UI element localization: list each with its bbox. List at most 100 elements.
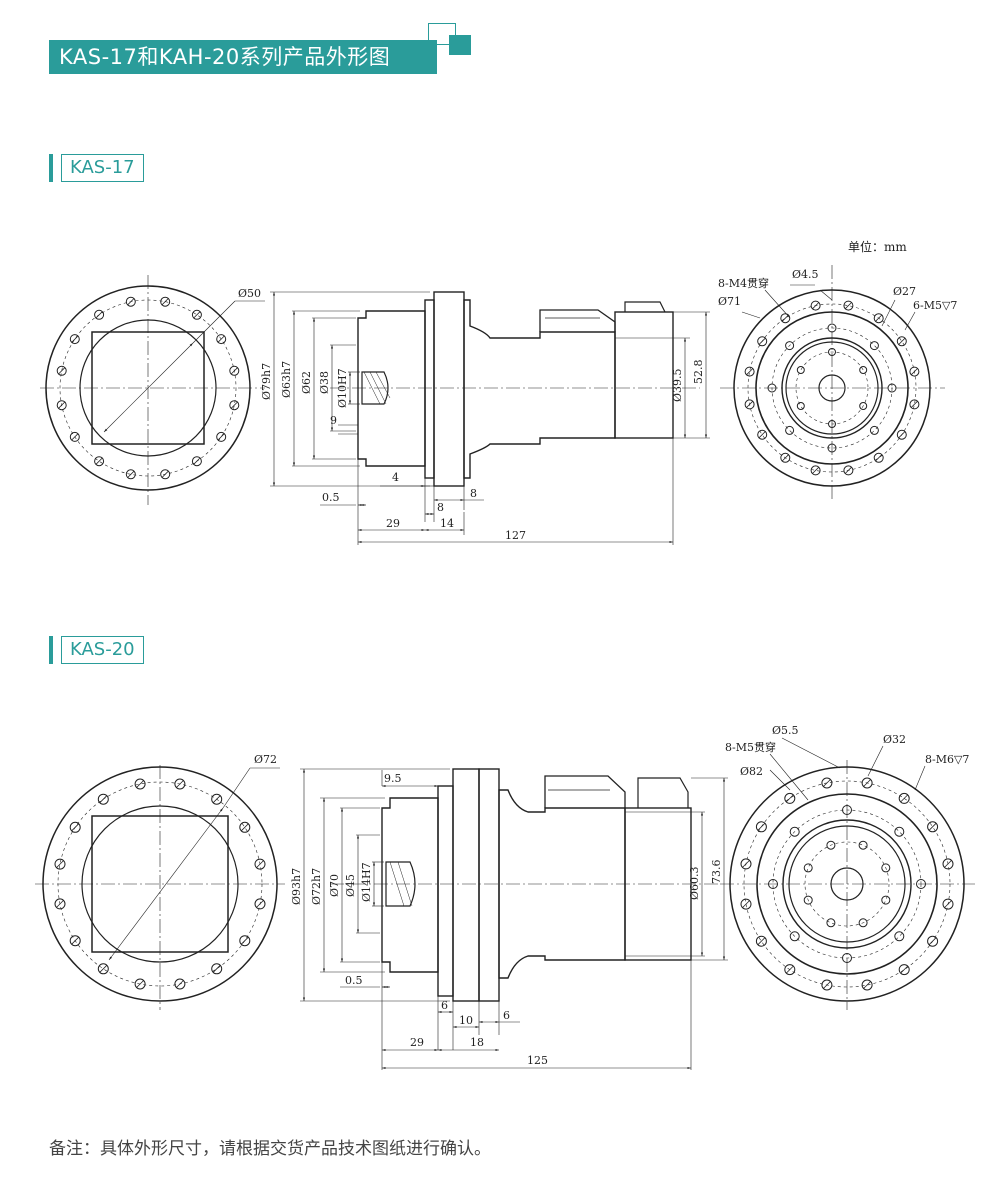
dim-label: Ø63h7 xyxy=(280,361,293,398)
hole-mark xyxy=(127,470,135,478)
hole-mark xyxy=(844,466,852,474)
dim-label: 8-M4贯穿 xyxy=(718,276,769,290)
hole-mark xyxy=(900,794,908,803)
bolt-hole xyxy=(803,895,813,905)
bolt-hole xyxy=(881,895,891,905)
hole-mark xyxy=(161,298,169,306)
hole-mark xyxy=(71,823,79,832)
dim-label: Ø79h7 xyxy=(260,363,273,400)
section-tag-label: KAS-17 xyxy=(61,154,144,182)
kas20-right-face-view xyxy=(720,760,975,1010)
hole-mark xyxy=(136,780,144,788)
hole-mark xyxy=(99,795,108,803)
dim-label: Ø93h7 xyxy=(290,868,303,905)
hole-mark xyxy=(900,965,908,974)
kas20-left-face-view: Ø72 xyxy=(35,753,285,1010)
bolt-hole xyxy=(160,469,171,480)
bolt-hole xyxy=(869,341,879,351)
bolt-hole xyxy=(191,309,202,320)
hole-mark xyxy=(786,794,794,803)
dim-label: 10 xyxy=(459,1014,473,1027)
dim-label: 0.5 xyxy=(345,974,363,987)
kas17-left-face-view: Ø50 xyxy=(40,275,265,505)
bolt-hole xyxy=(69,334,80,345)
bolt-hole xyxy=(843,300,854,311)
dim-label: Ø27 xyxy=(893,285,916,298)
kas17-right-leaders xyxy=(741,284,916,331)
bolt-hole xyxy=(56,400,67,411)
hole-mark xyxy=(910,400,918,408)
bolt-hole xyxy=(861,777,873,789)
bolt-hole xyxy=(898,964,910,976)
dim-label: 73.6 xyxy=(710,860,723,885)
hole-mark xyxy=(742,860,750,868)
bolt-hole xyxy=(56,365,67,376)
bolt-hole xyxy=(755,821,767,833)
bolt-hole xyxy=(784,964,796,976)
hole-mark xyxy=(241,936,249,945)
hole-mark xyxy=(944,900,952,908)
bolt-hole xyxy=(744,366,755,377)
dim-label: Ø70 xyxy=(328,874,341,897)
bolt-hole xyxy=(827,323,837,333)
bolt-hole xyxy=(789,931,800,942)
dim-label: Ø39.5 xyxy=(671,368,684,402)
bolt-hole xyxy=(780,313,791,324)
bolt-hole xyxy=(216,334,227,345)
dim-label: Ø82 xyxy=(740,765,763,778)
hole-mark xyxy=(230,401,238,409)
dim-label: 8-M5贯穿 xyxy=(725,740,776,754)
hole-mark xyxy=(71,335,79,343)
bolt-hole xyxy=(894,826,905,837)
dim-label: Ø71 xyxy=(718,295,741,308)
hole-mark xyxy=(757,937,766,945)
bolt-hole xyxy=(873,452,884,463)
bolt-hole xyxy=(69,935,81,947)
bolt-hole xyxy=(229,365,240,376)
hole-mark xyxy=(844,302,852,310)
hole-mark xyxy=(241,823,249,832)
hole-mark xyxy=(217,433,225,441)
dim-label: 8-M6▽7 xyxy=(925,753,969,766)
bolt-hole xyxy=(873,313,884,324)
dim-label: Ø5.5 xyxy=(772,724,799,737)
bolt-hole xyxy=(784,792,796,804)
bolt-hole xyxy=(803,863,813,873)
dim-label: 127 xyxy=(505,529,526,542)
dim-label: Ø62 xyxy=(300,371,313,394)
hole-mark xyxy=(58,401,66,409)
bolt-hole xyxy=(810,300,821,311)
bolt-hole xyxy=(821,777,833,789)
bolt-hole xyxy=(97,793,109,805)
kas17-vertical-dims xyxy=(270,291,710,487)
bolt-hole xyxy=(767,383,777,393)
bolt-hole xyxy=(254,858,266,870)
bolt-hole xyxy=(740,898,752,910)
bolt-hole xyxy=(216,431,227,442)
bolt-hole xyxy=(94,309,105,320)
bolt-hole xyxy=(826,840,836,850)
hole-mark xyxy=(230,367,238,375)
bolt-hole xyxy=(757,429,768,440)
dim-label: Ø72 xyxy=(254,753,277,766)
title-decoration-fill xyxy=(449,35,471,55)
hole-mark xyxy=(95,457,103,465)
dim-label: 0.5 xyxy=(322,491,340,504)
hole-mark xyxy=(212,795,221,803)
bolt-hole xyxy=(942,898,954,910)
bolt-hole xyxy=(97,963,109,975)
hole-mark xyxy=(910,368,918,376)
kas17-horizontal-dims xyxy=(320,468,673,544)
bolt-hole xyxy=(69,821,81,833)
dim-label: 29 xyxy=(386,517,400,530)
hole-mark xyxy=(742,900,750,908)
bolt-hole xyxy=(125,296,136,307)
bolt-hole xyxy=(821,979,833,991)
hole-mark xyxy=(758,431,766,439)
dim-label: 52.8 xyxy=(692,360,705,385)
kas20-horizontal-dims xyxy=(340,770,691,1070)
hole-mark xyxy=(928,823,937,831)
bolt-hole xyxy=(869,425,879,435)
hole-mark xyxy=(212,965,221,973)
bolt-hole xyxy=(796,402,805,410)
